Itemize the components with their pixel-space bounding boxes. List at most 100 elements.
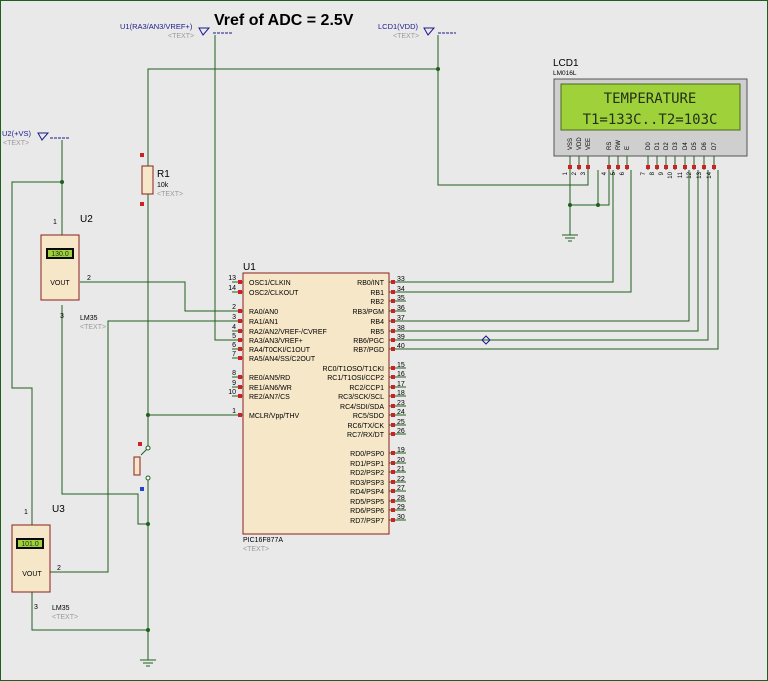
u3-ref: U3: [52, 504, 65, 515]
u2-ref: U2: [80, 214, 93, 225]
lcd-pin-number: 13: [697, 171, 703, 178]
u1-left-pins: 13OSC1/CLKIN14OSC2/CLKOUT2RA0/AN03RA1/AN…: [228, 275, 327, 420]
lcd-pin-marker: [568, 165, 572, 169]
terminal-vdd-text: <TEXT>: [393, 33, 419, 40]
microcontroller-u1[interactable]: U1 13OSC1/CLKIN14OSC2/CLKOUT2RA0/AN03RA1…: [228, 262, 406, 553]
switch-button: [133, 456, 141, 476]
title: Vref of ADC = 2.5V: [214, 12, 354, 29]
mcu-pin-marker: [391, 385, 395, 389]
wire-vs: [11, 140, 63, 525]
mcu-pin-name: RB1: [370, 290, 384, 297]
u1-ref: U1: [243, 262, 256, 273]
mcu-pin-name: RD7/PSP7: [350, 518, 384, 525]
lcd-pin-number: 6: [620, 171, 626, 175]
lcd-pin-marker: [664, 165, 668, 169]
mcu-pin-marker: [238, 385, 242, 389]
mcu-pin-number: 5: [232, 333, 236, 340]
mcu-pin-marker: [391, 394, 395, 398]
mcu-pin-name: RC4/SDI/SDA: [340, 404, 384, 411]
u1-right-pins: 33RB0/INT34RB135RB236RB3/PGM37RB438RB539…: [323, 276, 406, 525]
mcu-pin-number: 16: [397, 371, 405, 378]
mcu-pin-number: 6: [232, 342, 236, 349]
lcd-pin-number: 10: [668, 171, 674, 178]
lcd-ref: LCD1: [553, 58, 579, 69]
mcu-pin-marker: [391, 508, 395, 512]
wire-u3-gnd: [31, 592, 148, 631]
lcd-pin-number: 2: [572, 171, 578, 175]
mcu-pin-name: RB5: [370, 329, 384, 336]
mcu-pin-number: 40: [397, 343, 405, 350]
mcu-pin-marker: [238, 413, 242, 417]
resistor-ref: R1: [157, 169, 170, 180]
terminal-vref[interactable]: U1(RA3/AN3/VREF+) <TEXT>: [120, 22, 232, 40]
mcu-pin-marker: [391, 499, 395, 503]
reset-switch[interactable]: [133, 442, 151, 491]
mcu-pin-number: 23: [397, 400, 405, 407]
mcu-pin-marker: [391, 480, 395, 484]
sensor-u2[interactable]: U2 1 130.0 VOUT 2 3 LM35 <TEXT>: [40, 214, 106, 331]
terminal-vs[interactable]: U2(+VS) <TEXT>: [2, 129, 69, 147]
lcd-line-2: T1=133C..T2=103C: [583, 112, 718, 128]
u3-pin1: 1: [24, 509, 28, 516]
mcu-pin-number: 10: [228, 389, 236, 396]
mcu-pin-marker: [391, 338, 395, 342]
mcu-pin-name: RB4: [370, 319, 384, 326]
mcu-pin-number: 37: [397, 315, 405, 322]
mcu-pin-marker: [238, 347, 242, 351]
wire-rb6-d6: [406, 170, 709, 341]
mcu-pin-number: 28: [397, 495, 405, 502]
lcd-pin-marker: [673, 165, 677, 169]
lcd-pin-name: D5: [692, 142, 698, 150]
mcu-pin-name: RB0/INT: [357, 280, 385, 287]
u2-vout: VOUT: [50, 280, 70, 287]
lcd-pin-name: D7: [712, 142, 718, 150]
mcu-pin-name: RB3/PGM: [352, 309, 384, 316]
switch-pin-bottom: [140, 487, 144, 491]
terminal-vs-label: U2(+VS): [2, 129, 31, 138]
mcu-pin-number: 26: [397, 428, 405, 435]
resistor-r1[interactable]: R1 10k <TEXT>: [140, 153, 183, 206]
u2-body: [40, 234, 80, 301]
mcu-pin-marker: [238, 356, 242, 360]
mcu-pin-marker: [391, 489, 395, 493]
terminal-vref-arrow: [198, 27, 211, 36]
switch-contact-bottom: [145, 475, 151, 481]
probe-marker[interactable]: [481, 335, 491, 345]
terminal-vs-arrow: [37, 132, 50, 141]
mcu-pin-marker: [238, 394, 242, 398]
mcu-pin-marker: [391, 319, 395, 323]
mcu-pin-number: 29: [397, 504, 405, 511]
lcd-pin-number: 14: [707, 171, 713, 178]
mcu-pin-number: 33: [397, 276, 405, 283]
lcd-pin-number: 1: [563, 171, 569, 175]
lcd-model: LM016L: [553, 70, 577, 77]
u1-text: <TEXT>: [243, 546, 269, 553]
junction-lcd-gnd: [568, 203, 572, 207]
wire-u2-ra0: [80, 281, 250, 312]
lcd-pin-name: D1: [655, 142, 661, 150]
lcd-pin-name: D6: [702, 142, 708, 150]
terminal-vdd-label: LCD1(VDD): [378, 22, 419, 31]
mcu-pin-name: RA3/AN3/VREF+: [249, 338, 303, 345]
mcu-pin-name: RD3/PSP3: [350, 480, 384, 487]
sensor-u3[interactable]: U3 1 101.0 VOUT 2 3 LM35 <TEXT>: [11, 504, 78, 621]
switch-pin-top: [138, 442, 142, 446]
lcd-pin-number: 11: [678, 171, 684, 178]
u2-pin1: 1: [53, 219, 57, 226]
wire-vdd-lcd: [437, 35, 589, 186]
lcd-pin-name: VSS: [568, 138, 574, 150]
resistor-body: [141, 165, 154, 195]
mcu-pin-number: 9: [232, 380, 236, 387]
wire-rb4-d4: [406, 170, 690, 322]
mcu-pin-marker: [238, 290, 242, 294]
mcu-pin-name: OSC1/CLKIN: [249, 280, 291, 287]
lcd-pin-marker: [655, 165, 659, 169]
lcd-pin-marker: [586, 165, 590, 169]
mcu-pin-marker: [391, 375, 395, 379]
wire-lcd-vee: [570, 170, 610, 206]
wire-u2-gnd: [61, 305, 148, 525]
mcu-pin-number: 13: [228, 275, 236, 282]
terminal-vdd[interactable]: LCD1(VDD) <TEXT>: [378, 22, 456, 40]
lcd-module[interactable]: LCD1 LM016L TEMPERATURE T1=133C..T2=103C…: [553, 58, 748, 179]
mcu-pin-marker: [391, 423, 395, 427]
